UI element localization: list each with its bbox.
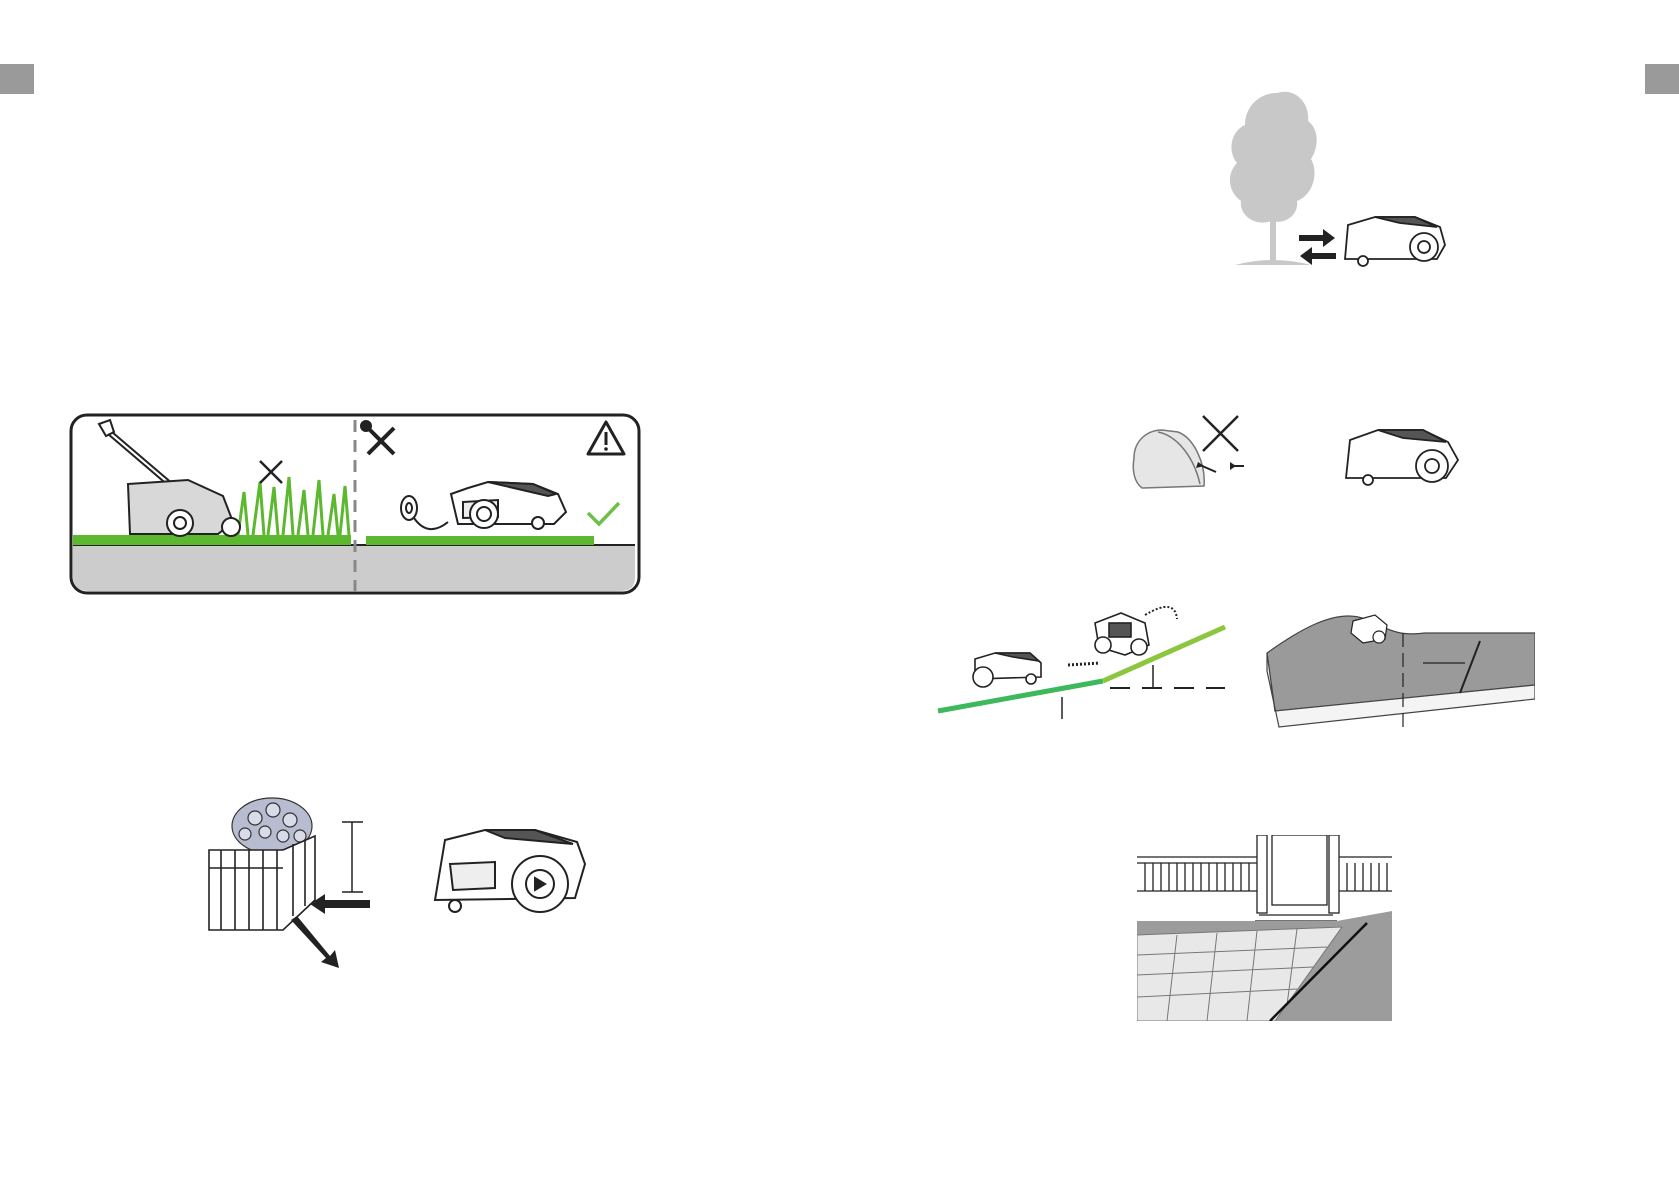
- terrain-icon: [1267, 616, 1535, 727]
- slope-figure: [935, 593, 1535, 728]
- stone-icon: [1133, 430, 1204, 488]
- tree-obstacle-figure: [1215, 85, 1455, 270]
- left-page-tab: [0, 64, 34, 94]
- robot-mower-icon: [1346, 430, 1458, 485]
- paving-edge-figure: [1137, 835, 1392, 1021]
- robot-mower-icon: [1345, 217, 1445, 266]
- manual-vs-robot-mowing-panel: [68, 412, 642, 596]
- cross-icon: [1203, 416, 1238, 451]
- robot-mower-icon: [973, 653, 1041, 687]
- slope-line-icon: [938, 681, 1103, 711]
- raised-bed-obstacle-figure: [205, 788, 625, 968]
- arrow-left-right-icon: [1299, 229, 1336, 265]
- planter-icon: [209, 836, 315, 930]
- grass-right: [366, 536, 594, 545]
- right-page-tab: [1645, 64, 1679, 94]
- stone-obstacle-figure: [1128, 410, 1473, 495]
- robot-mower-icon: [435, 830, 585, 912]
